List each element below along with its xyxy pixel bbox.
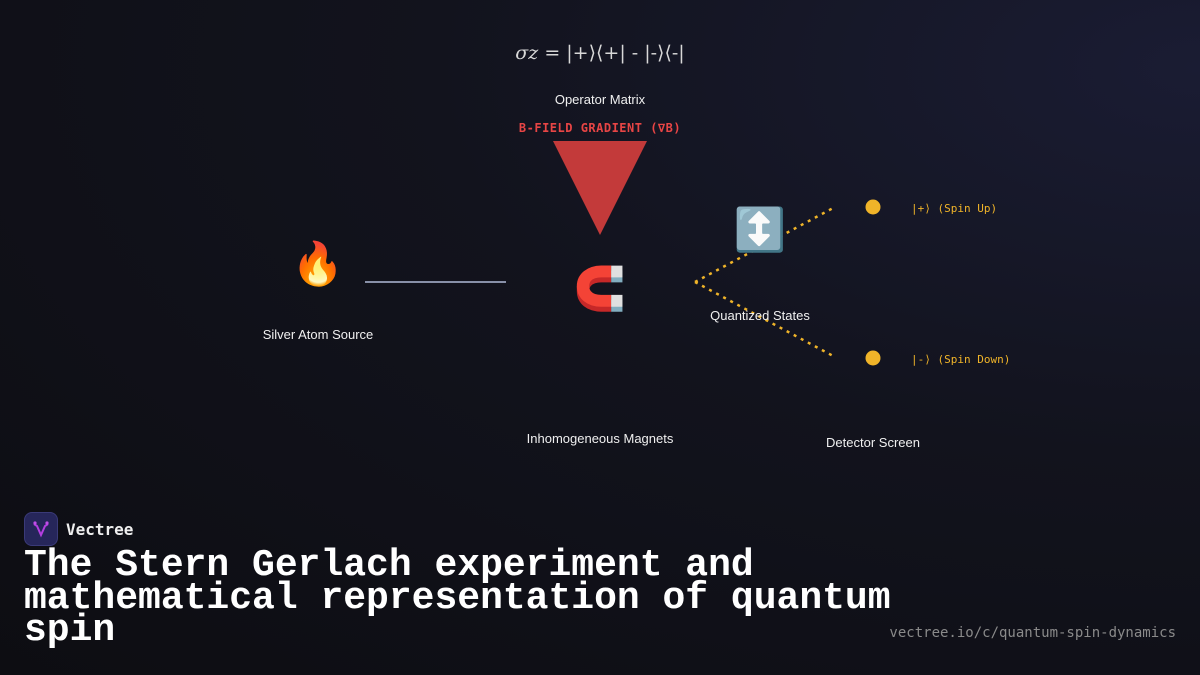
operator-matrix-equation: σz = |+⟩⟨+| - |-⟩⟨-| [515,42,684,64]
brand-name: Vectree [66,519,134,539]
operator-matrix-label: Operator Matrix [554,92,646,107]
source-url: vectree.io/c/quantum-spin-dynamics [889,625,1176,641]
fire-icon: 🔥 [291,240,345,287]
operator-symbol: σz [515,42,539,64]
page-title: The Stern Gerlach experiment and mathema… [24,544,891,652]
spin-down-label: |-⟩ (Spin Down) [911,353,1011,366]
spin-up-dot [865,199,881,215]
operator-equation: = |+⟩⟨+| - |-⟩⟨-| [538,42,685,64]
diagram-canvas [365,141,881,366]
source-label: Silver Atom Source [262,327,374,342]
up-down-arrow-icon: ↕️ [733,206,787,253]
magnets-label: Inhomogeneous Magnets [526,431,674,446]
beam-path-up [694,205,836,284]
spin-down-dot [865,350,881,366]
b-field-gradient-label: B-FIELD GRADIENT (∇B) [518,121,682,135]
beam-path-down [694,280,836,359]
detector-label: Detector Screen [826,435,920,450]
magnet-icon: 🧲 [573,265,627,312]
spin-up-label: |+⟩ (Spin Up) [911,202,998,215]
states-label: Quantized States [710,308,810,323]
vectree-logo-icon [24,512,58,546]
gradient-triangle [553,141,647,235]
brand: Vectree [24,512,133,546]
